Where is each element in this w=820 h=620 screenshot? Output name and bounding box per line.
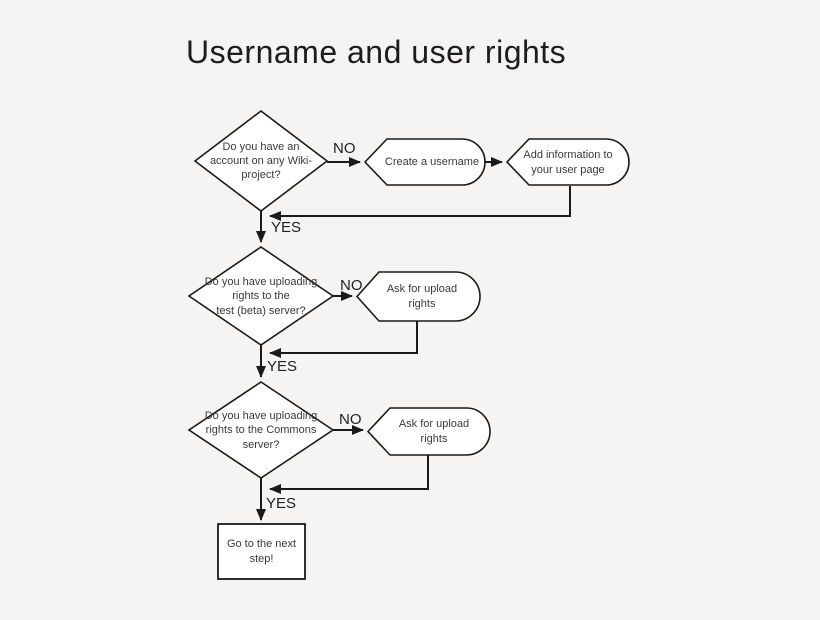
decision-test-rights-label: Do you have uploading rights to the test… [204, 276, 318, 317]
edge-ask-test-return [269, 321, 418, 358]
decision-account-diamond [193, 109, 329, 213]
process-create-username-shape [363, 138, 486, 186]
edge-label-yes-1: YES [271, 219, 302, 236]
edge-ask-commons-return [269, 455, 429, 494]
edge-label-no-1: NO [333, 140, 356, 157]
decision-test-rights-diamond [187, 246, 335, 346]
process-ask-upload-rights-commons-label: Ask for upload rights [398, 418, 470, 445]
decision-commons-rights-label: Do you have uploading rights to the Comm… [204, 410, 318, 451]
edge-label-no-2: NO [340, 277, 363, 294]
process-ask-upload-rights-commons-shape [366, 407, 491, 456]
process-add-info-label: Add information to your user page [523, 149, 613, 176]
edge-addinfo-return [269, 186, 571, 221]
decision-commons-rights-diamond [187, 381, 335, 479]
edge-label-yes-3: YES [266, 495, 297, 512]
process-add-info-shape [505, 138, 630, 186]
process-create-username-label: Create a username [384, 156, 480, 169]
terminal-next-step-rect [217, 523, 306, 580]
diagram-title: Username and user rights [186, 34, 567, 70]
terminal-next-step-label: Go to the next step! [226, 538, 297, 565]
edge-label-yes-2: YES [267, 358, 298, 375]
process-ask-upload-rights-test-label: Ask for upload rights [386, 283, 458, 310]
process-ask-upload-rights-test-shape [355, 271, 481, 322]
decision-account-label: Do you have an account on any Wiki- proj… [209, 140, 313, 182]
edge-label-no-3: NO [339, 411, 362, 428]
